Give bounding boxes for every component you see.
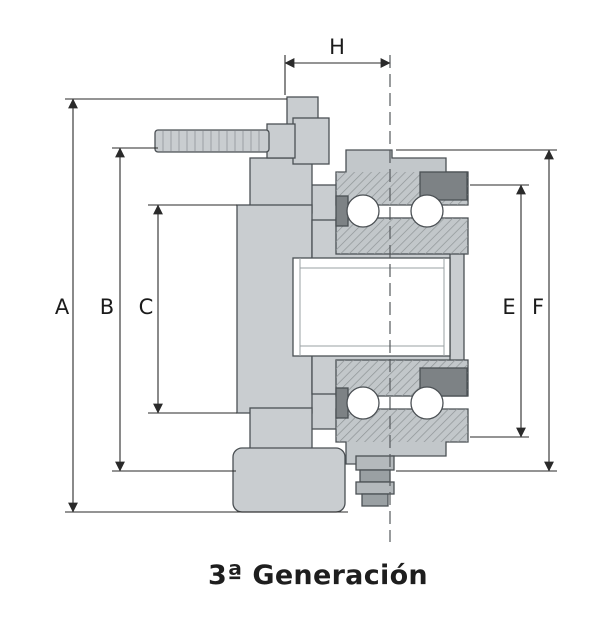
tab-stack-4	[361, 493, 389, 507]
dimension-labels: H A B C E F	[52, 33, 546, 322]
bore-detail-lines	[299, 258, 445, 356]
dimension-F	[396, 149, 557, 472]
seal-bottom-left	[335, 387, 349, 419]
stud-shoulder	[266, 123, 296, 159]
tab-stack-2	[359, 469, 391, 483]
bore-cavity	[292, 257, 451, 357]
dimensions	[65, 55, 557, 513]
ball-bottom-outboard	[410, 386, 444, 420]
ball-bottom-inboard	[346, 386, 380, 420]
flange-bottom-boss	[232, 447, 346, 513]
dimension-C	[148, 204, 237, 414]
stud-threads	[162, 131, 260, 151]
outer-ring-bottom-tab-stack	[355, 455, 395, 507]
dimension-H	[284, 55, 391, 95]
dimension-E	[470, 184, 529, 438]
stud-head	[292, 117, 330, 165]
dim-label-b: B	[100, 295, 114, 319]
ball-top-inboard	[346, 194, 380, 228]
dim-label-a: A	[55, 295, 70, 319]
flange-upper	[249, 157, 313, 214]
hub-drawing	[154, 96, 469, 513]
dim-label-f: F	[532, 295, 544, 319]
dim-label-c: C	[139, 295, 154, 319]
wheel-stud	[154, 117, 330, 165]
hub-bore	[292, 257, 451, 357]
diagram-title: 3ª Generación	[208, 560, 428, 591]
dim-label-h: H	[329, 35, 345, 59]
bearing-top	[335, 149, 469, 255]
dim-label-e: E	[502, 295, 515, 319]
dimension-B	[112, 147, 236, 472]
flange-lower	[249, 407, 313, 454]
bearing-bottom	[335, 359, 469, 465]
tab-stack-1	[355, 455, 395, 471]
dimension-A	[65, 98, 348, 513]
seal-top-left	[335, 195, 349, 227]
stud-rod	[154, 129, 270, 153]
tab-stack-3	[355, 481, 395, 495]
ball-top-outboard	[410, 194, 444, 228]
